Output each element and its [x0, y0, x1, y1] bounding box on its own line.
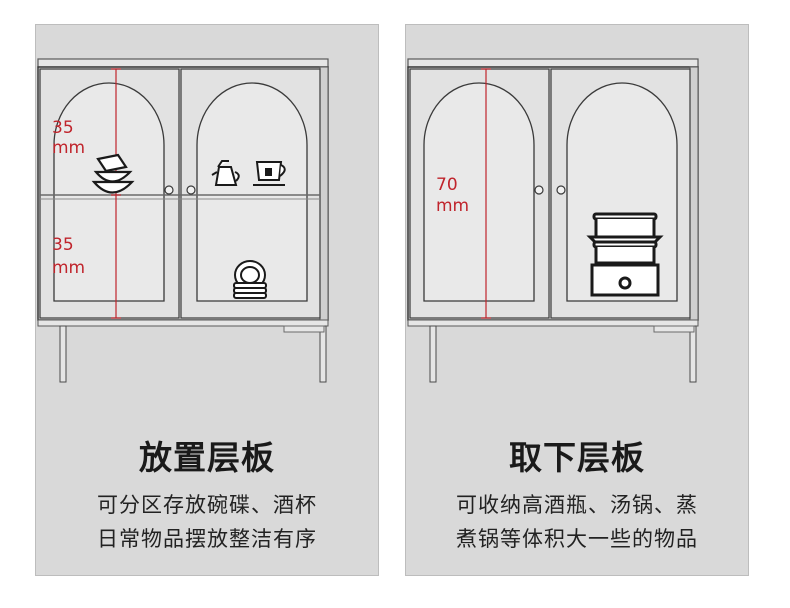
cabinet-without-shelf-illustration: 70 mm — [407, 58, 699, 383]
measure-bottom-unit: mm — [52, 258, 85, 278]
cabinet-with-shelf-illustration: 35 mm 35 mm — [37, 58, 329, 383]
cabinet-leg — [689, 325, 697, 383]
left-arch-window — [423, 82, 535, 302]
teapot-icon — [211, 160, 240, 186]
measure-value: 70 — [436, 175, 458, 195]
measure-bottom-value: 35 — [52, 235, 74, 255]
panel-title: 放置层板 — [139, 438, 275, 477]
teacup-icon — [253, 161, 286, 186]
measure-unit: mm — [436, 196, 469, 216]
cabinet-top-board — [37, 58, 329, 68]
panel-description-line2: 日常物品摆放整洁有序 — [97, 527, 317, 551]
panel-description-line2: 煮锅等体积大一些的物品 — [456, 527, 698, 551]
left-knob — [164, 185, 174, 195]
panel-title: 取下层板 — [509, 438, 645, 477]
cabinet-top-board — [407, 58, 699, 68]
panel-with-shelf: 35 mm 35 mm — [35, 24, 379, 576]
panel-description-line1: 可分区存放碗碟、酒杯 — [97, 493, 317, 517]
panel-without-shelf: 70 mm 取下层板 可收纳高酒瓶、汤锅、蒸 煮锅等体积大一些的物品 — [405, 24, 749, 576]
right-arch-window — [196, 82, 308, 302]
right-knob — [556, 185, 566, 195]
panel-description-line1: 可收纳高酒瓶、汤锅、蒸 — [456, 493, 698, 517]
plates-icon — [233, 260, 267, 299]
cabinet-leg — [429, 325, 437, 383]
bowls-icon — [91, 153, 135, 194]
steamer-pot-icon — [586, 212, 664, 297]
right-knob — [186, 185, 196, 195]
cabinet-leg — [319, 325, 327, 383]
measure-top-unit: mm — [52, 138, 85, 158]
left-knob — [534, 185, 544, 195]
measure-top-value: 35 — [52, 118, 74, 138]
cabinet-leg — [59, 325, 67, 383]
